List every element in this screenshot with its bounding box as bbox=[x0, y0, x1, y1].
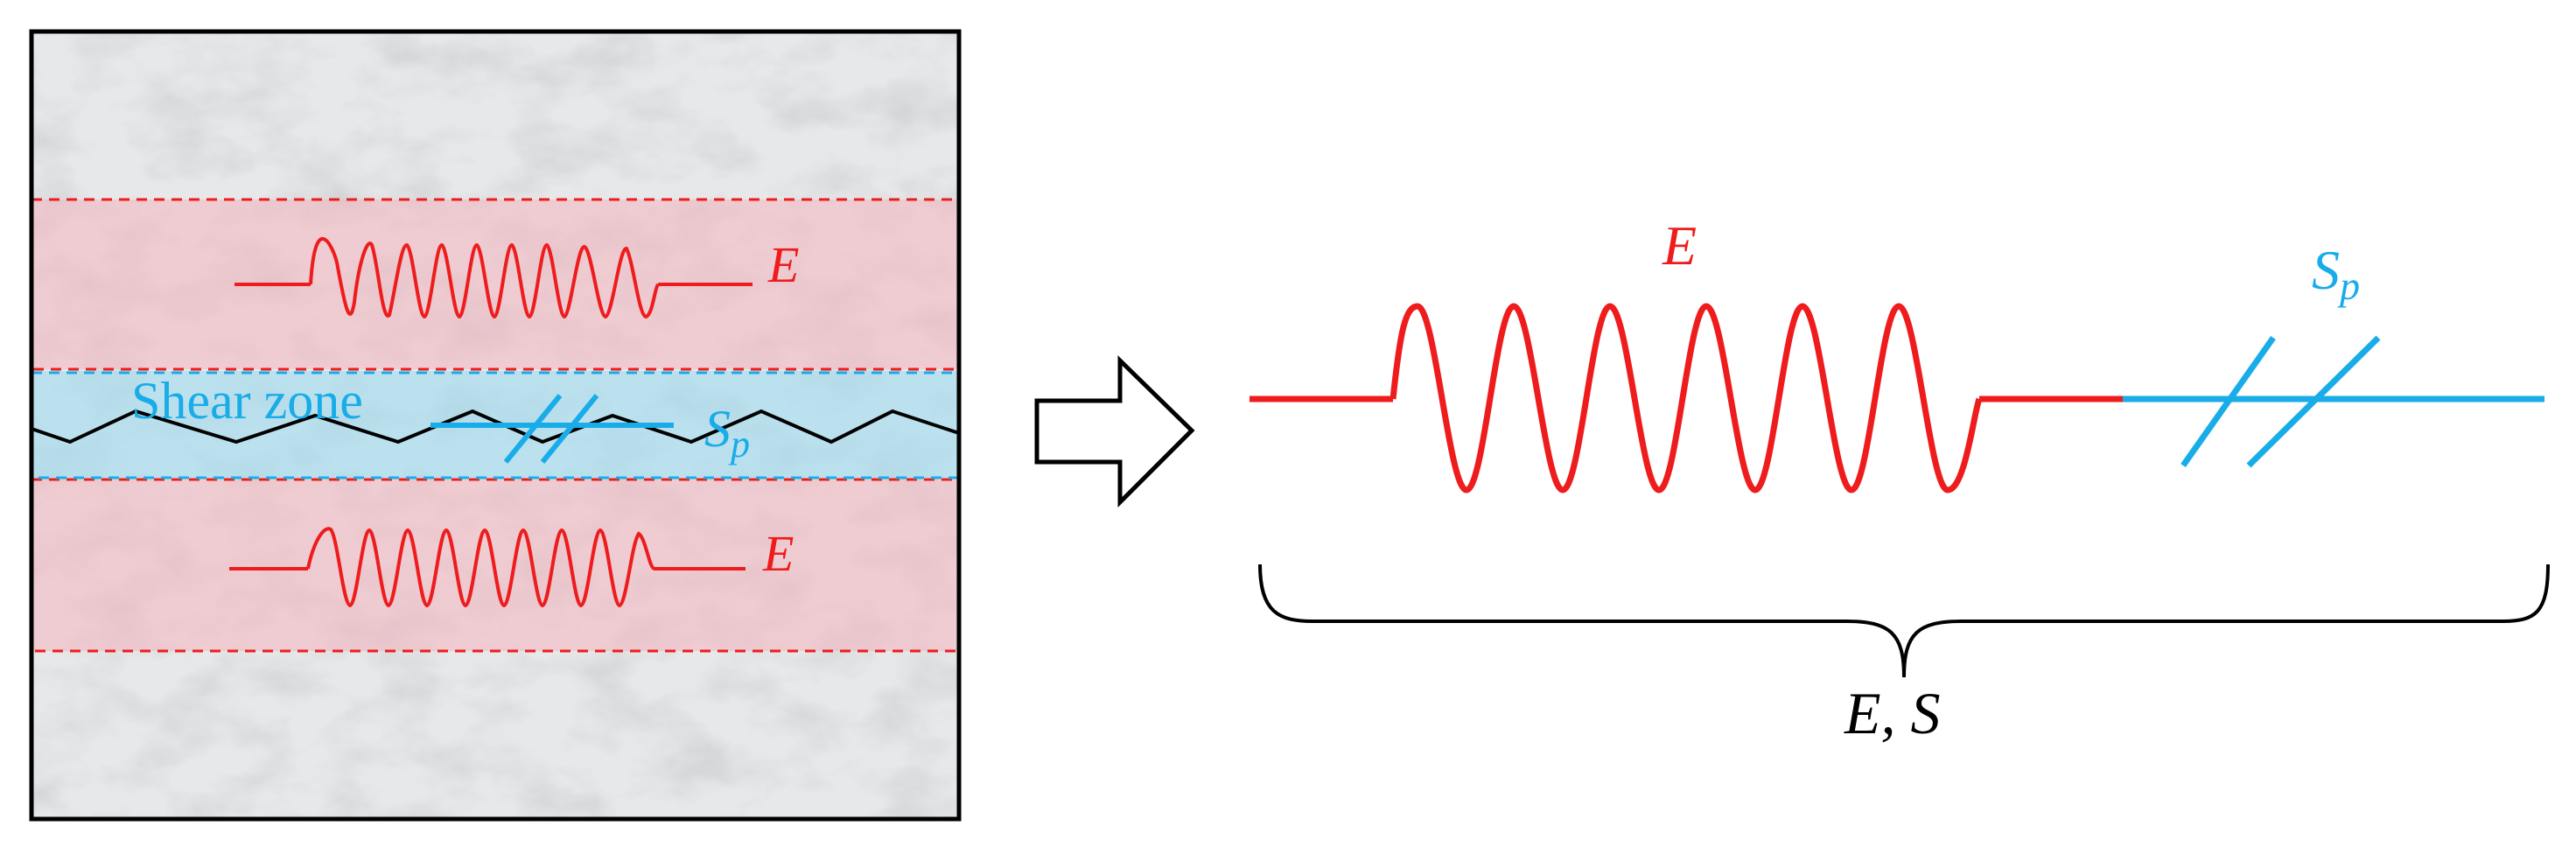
label-sp-left-main: S bbox=[704, 400, 731, 458]
spring-top-coils bbox=[309, 236, 660, 319]
rock-specimen-border bbox=[29, 29, 962, 822]
model-label-sp: Sp bbox=[2312, 239, 2360, 308]
model-slider-hatch-2 bbox=[2246, 335, 2381, 468]
spring-bottom-icon bbox=[306, 527, 656, 608]
curly-brace bbox=[1258, 564, 2550, 678]
elastic-band-top bbox=[32, 200, 959, 369]
model-label-sp-main: S bbox=[2312, 239, 2340, 301]
slider-hatch-1 bbox=[503, 394, 563, 464]
label-e-bottom: E bbox=[762, 525, 794, 582]
arrow-right-icon bbox=[1034, 355, 1195, 508]
label-sp-left-sub: p bbox=[728, 423, 750, 466]
brace-label: E, S bbox=[1844, 680, 1941, 746]
model-label-sp-sub: p bbox=[2337, 263, 2360, 308]
model-slider-hatch-1 bbox=[2180, 335, 2276, 468]
label-e-top: E bbox=[767, 236, 799, 293]
label-sp-left: Sp bbox=[704, 400, 750, 466]
slider-hatch-2 bbox=[540, 394, 599, 464]
shear-zone-label: Shear zone bbox=[131, 372, 363, 430]
equivalent-model: E Sp E, S bbox=[1250, 214, 2550, 746]
rock-specimen-panel: E E Shear zone Sp bbox=[29, 29, 962, 822]
model-label-e: E bbox=[1662, 214, 1697, 276]
model-spring-icon bbox=[1390, 303, 1983, 494]
elastic-band-bottom-outline bbox=[30, 478, 961, 653]
